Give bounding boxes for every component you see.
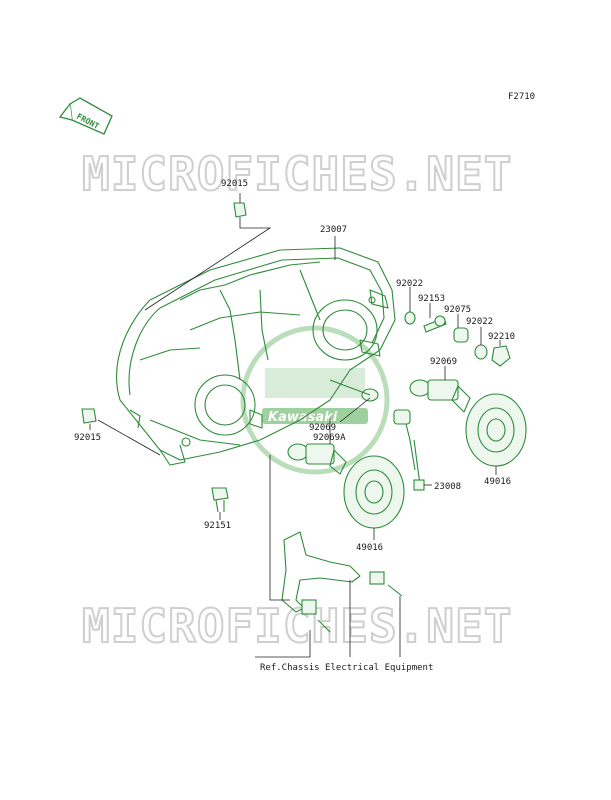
watermark-bottom: MICROFICHES.NET: [82, 599, 512, 653]
screw-92153: [423, 315, 447, 333]
bulb-92069-left: [287, 443, 347, 475]
headlight-housing: [116, 247, 396, 466]
watermark-top: MICROFICHES.NET: [82, 147, 512, 201]
bulb-92069-right: [409, 379, 471, 413]
cover-49016-right: [465, 393, 527, 467]
label-92151: 92151: [204, 521, 231, 531]
label-92022-b: 92022: [466, 317, 493, 327]
label-92075: 92075: [444, 305, 471, 315]
washer-92022-b: [474, 344, 488, 360]
label-92210: 92210: [488, 332, 515, 342]
mounting-bracket: [281, 531, 403, 633]
label-49016-right: 49016: [484, 477, 511, 487]
grommet-92075: [453, 327, 469, 343]
leader-lines: [89, 193, 501, 658]
label-92069-right: 92069: [430, 357, 457, 367]
label-92153: 92153: [418, 294, 445, 304]
clip-92015-top: [233, 202, 247, 218]
cover-49016-bottom: [343, 455, 405, 529]
label-92069-left: 92069: [309, 423, 336, 433]
label-23007: 23007: [320, 225, 347, 235]
clip-92015-left: [81, 408, 97, 424]
label-92022-a: 92022: [396, 279, 423, 289]
nut-92210: [491, 345, 511, 367]
part-labels: 92015 23007 92022 92153 92075 92022 9221…: [74, 179, 515, 673]
label-92015-top: 92015: [221, 179, 248, 189]
label-92069A: 92069A: [313, 433, 346, 443]
diagram-code: F2710: [508, 92, 535, 102]
label-23008: 23008: [434, 482, 461, 492]
label-92015-left: 92015: [74, 433, 101, 443]
reference-note: Ref.Chassis Electrical Equipment: [260, 663, 433, 673]
socket-23008: [413, 439, 425, 491]
bulb-92069A: [329, 379, 416, 471]
washer-92022-a: [404, 311, 416, 325]
bolt-92151: [211, 487, 229, 513]
label-49016-bottom: 49016: [356, 543, 383, 553]
front-arrow-icon: FRONT: [58, 97, 113, 135]
